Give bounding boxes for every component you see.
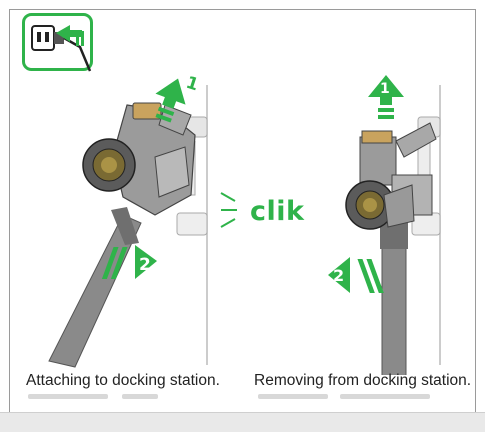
step2-right-arrow — [101, 245, 157, 279]
step2-number: 2 — [139, 255, 151, 275]
click-sound-label: clik — [250, 196, 305, 227]
remove-illustration: 1 2 — [328, 75, 441, 375]
faded-text-line — [340, 394, 430, 399]
click-lines — [220, 192, 237, 228]
attach-caption: Attaching to docking station. — [26, 372, 220, 389]
dock-lower — [411, 212, 441, 236]
unplug-icon — [22, 13, 93, 72]
wand-joint — [111, 207, 139, 245]
step1-up-arrow — [155, 78, 186, 123]
dock-lower — [176, 212, 208, 236]
faded-text-line — [258, 394, 328, 399]
vacuum-wand — [48, 214, 142, 368]
step2-left-arrow — [328, 257, 384, 293]
wand-joint — [380, 223, 408, 249]
step1-number: 1 — [380, 81, 390, 97]
faded-text-line — [28, 394, 108, 399]
attach-illustration: 1 2 — [48, 73, 237, 368]
instruction-panel: 1 2 clik — [9, 9, 476, 415]
faded-text-line — [122, 394, 158, 399]
step2-number: 2 — [333, 266, 344, 285]
vacuum-body — [345, 122, 437, 230]
step1-number: 1 — [183, 73, 200, 96]
vacuum-body — [82, 102, 196, 216]
step1-up-arrow — [368, 75, 404, 119]
vacuum-wand — [381, 228, 407, 375]
remove-caption: Removing from docking station. — [254, 372, 472, 389]
bottom-strip — [0, 412, 485, 432]
